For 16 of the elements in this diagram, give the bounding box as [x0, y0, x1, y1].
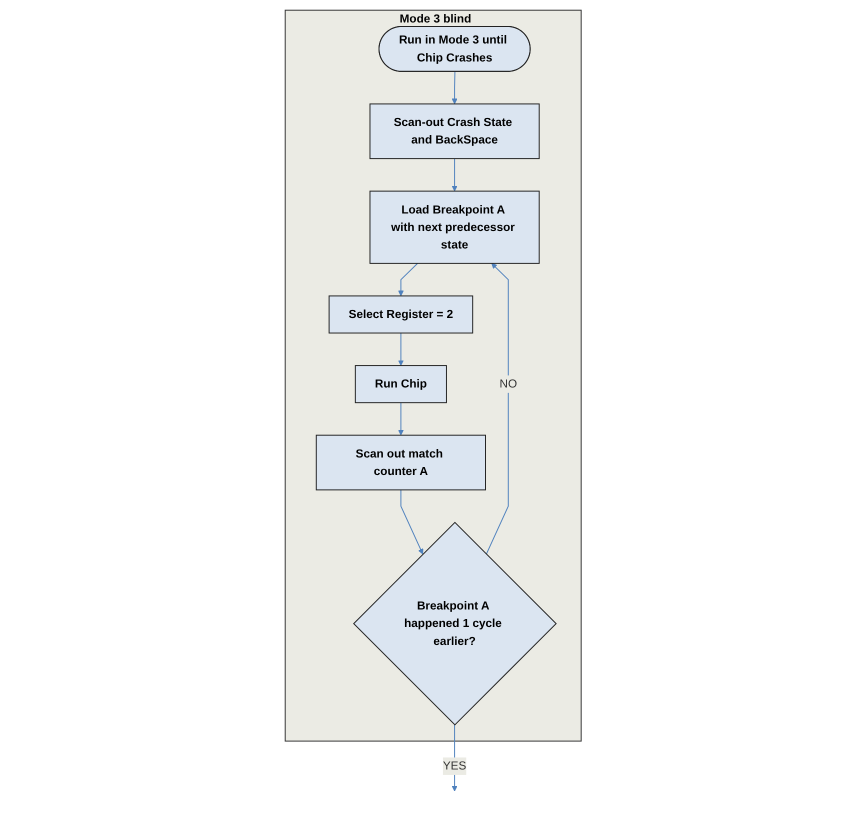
arrow: [486, 263, 509, 555]
edge-label: YES: [442, 759, 466, 772]
arrow: [452, 71, 458, 104]
node-box: Select Register = 2: [328, 295, 473, 334]
edge-label: NO: [499, 377, 517, 390]
node-box: Scan out match counter A: [316, 434, 486, 490]
node-box: Load Breakpoint A with next predecessor state: [369, 190, 540, 264]
arrow: [452, 724, 458, 792]
node-box: Run Chip: [354, 365, 447, 404]
node-box: Scan-out Crash State and BackSpace: [369, 103, 540, 160]
node-diamond: Breakpoint A happened 1 cycle earlier?: [352, 522, 557, 726]
arrow: [398, 262, 418, 296]
arrow: [398, 332, 404, 366]
arrow: [452, 158, 458, 192]
arrow: [398, 402, 404, 436]
arrow: [400, 489, 424, 554]
